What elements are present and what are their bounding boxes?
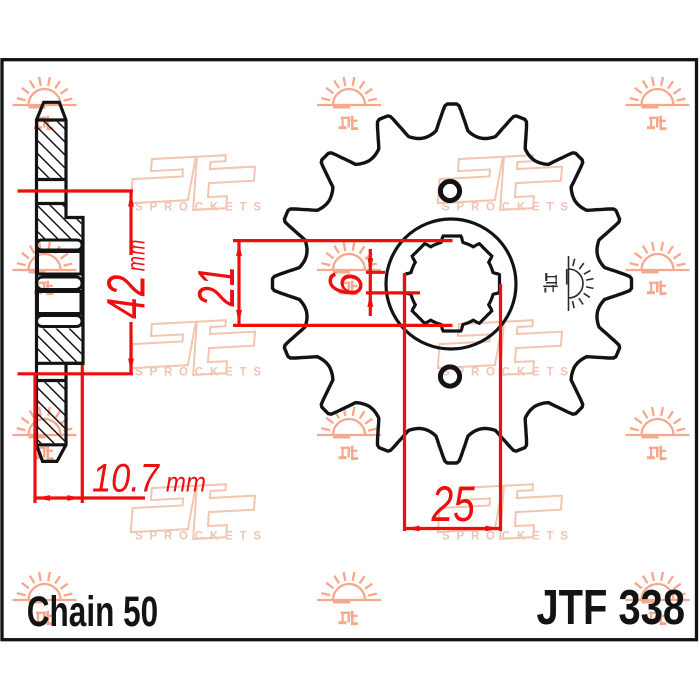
svg-text:10.7mm: 10.7mm [92,455,206,500]
svg-text:42mm: 42mm [96,238,156,319]
svg-text:SPROCKETS: SPROCKETS [135,531,261,543]
svg-text:25: 25 [431,475,476,532]
svg-text:6: 6 [318,272,372,297]
svg-text:SPROCKETS: SPROCKETS [135,367,261,379]
svg-text:SPROCKETS: SPROCKETS [442,367,568,379]
svg-text:JTF 338: JTF 338 [537,579,686,635]
svg-text:Chain 50: Chain 50 [27,587,158,635]
svg-text:SPROCKETS: SPROCKETS [135,202,261,214]
svg-text:SPROCKETS: SPROCKETS [442,202,568,214]
svg-text:SPROCKETS: SPROCKETS [442,531,568,543]
svg-text:21: 21 [186,266,245,307]
